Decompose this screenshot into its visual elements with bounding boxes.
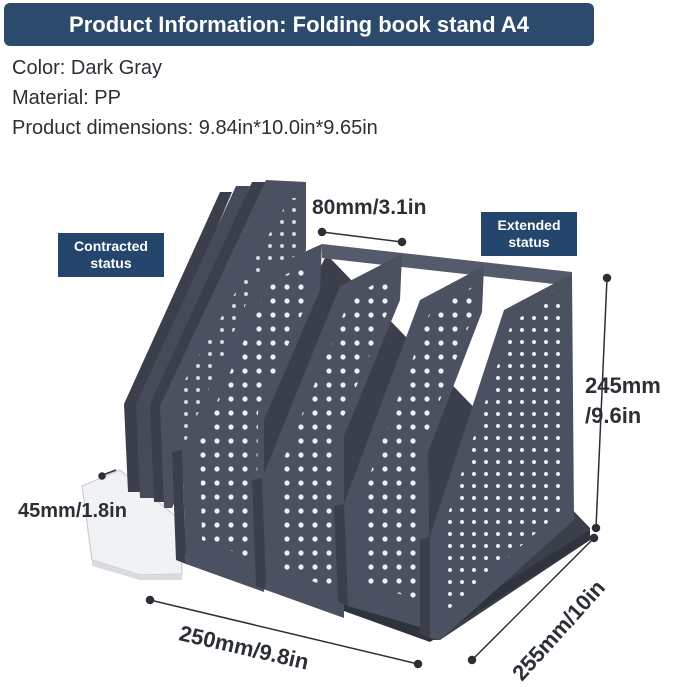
back-rim [322, 244, 572, 286]
dim-dot [98, 472, 106, 480]
divider-holes [200, 262, 312, 560]
divider [252, 254, 402, 618]
divider-edge [334, 504, 348, 606]
white-base-edge [92, 560, 182, 580]
dim-slot-label: 80mm/3.1in [312, 196, 427, 219]
end-panel [420, 274, 574, 640]
dim-dot [397, 237, 407, 247]
dim-height-mm-label: 245mm [585, 373, 661, 398]
dimension-lines [98, 227, 612, 669]
dim-depth-label: 255mm/10in [507, 575, 610, 685]
contracted-panel [150, 182, 266, 502]
dim-dot [317, 227, 327, 237]
title-banner: Product Information: Folding book stand … [4, 3, 594, 46]
tray-edge [180, 530, 590, 642]
contracted-panel [136, 186, 250, 498]
dim-width-label: 250mm/9.8in [177, 621, 311, 675]
dim-line-slot [321, 231, 403, 243]
extended-organizer [172, 244, 590, 642]
end-panel-edge [420, 536, 430, 638]
dim-base-label: 45mm/1.8in [18, 500, 127, 522]
spec-color: Color: Dark Gray [12, 57, 163, 79]
page-title: Product Information: Folding book stand … [69, 12, 529, 37]
extended-status-label: Extended status [497, 217, 561, 250]
divider-edge [172, 450, 186, 564]
dim-dot [413, 659, 423, 669]
contracted-status-label: Contracted status [74, 238, 148, 271]
dim-dot [467, 655, 477, 665]
dim-line-height [595, 277, 608, 529]
dim-dot [589, 533, 599, 543]
spec-material: Material: PP [12, 87, 121, 109]
divider [172, 244, 322, 592]
dim-height-in-label: /9.6in [585, 403, 642, 428]
divider [334, 266, 484, 630]
divider-edge [252, 478, 266, 590]
dim-dot [591, 523, 601, 533]
contracted-status-tag: Contracted status [58, 233, 164, 277]
divider-holes [362, 286, 474, 600]
dim-dot [602, 273, 612, 283]
dim-dot [145, 595, 155, 605]
contracted-panel [124, 192, 232, 492]
divider-holes [280, 274, 392, 590]
dim-line-depth [471, 537, 595, 661]
dim-line-width [149, 599, 419, 665]
spec-dimensions: Product dimensions: 9.84in*10.0in*9.65in [12, 117, 378, 139]
end-panel-holes [446, 294, 562, 610]
extended-status-tag: Extended status [481, 212, 577, 256]
